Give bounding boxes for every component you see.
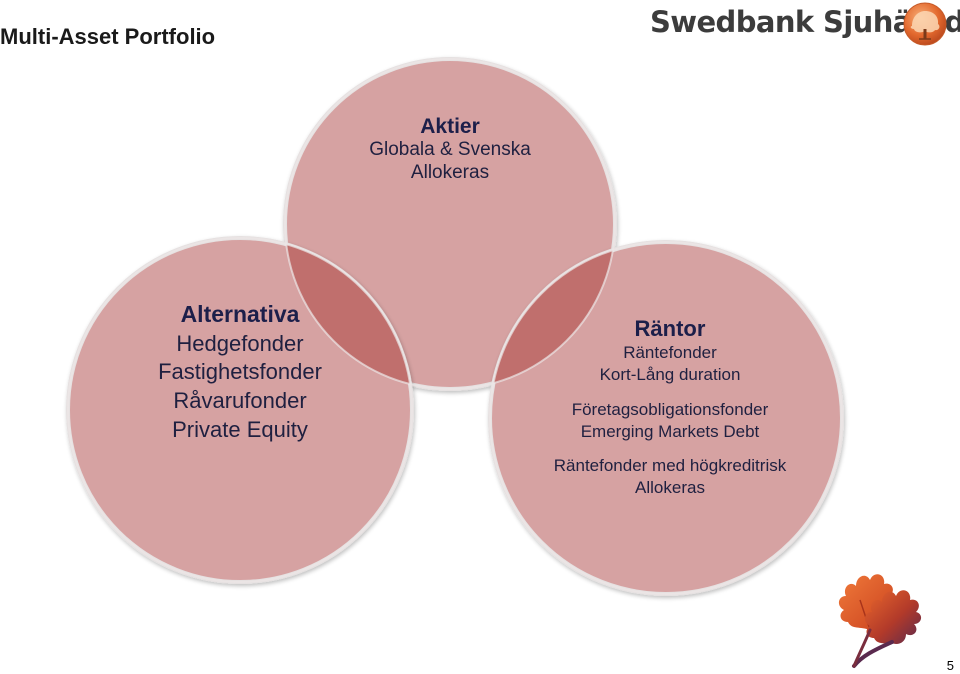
rantor-text: Räntor Räntefonder Kort-Lång duration Fö…	[505, 316, 835, 499]
rantor-heading: Räntor	[634, 316, 706, 341]
oak-tree-emblem-icon	[903, 2, 947, 46]
aktier-line: Globala & Svenska	[369, 139, 531, 161]
alternativa-text: Alternativa Hedgefonder Fastighetsfonder…	[90, 300, 390, 444]
aktier-heading: Aktier	[420, 115, 480, 138]
rantor-line: Kort-Lång duration	[599, 365, 741, 385]
alternativa-line: Private Equity	[172, 416, 308, 442]
rantor-line: Allokeras	[635, 477, 705, 497]
rantor-line: Räntefonder	[623, 343, 717, 363]
aktier-text: Aktier Globala & Svenska Allokeras	[310, 114, 590, 185]
rantor-line: Emerging Markets Debt	[580, 421, 760, 441]
aktier-line: Allokeras	[410, 161, 490, 183]
rantor-line: Räntefonder med högkreditrisk	[553, 455, 787, 475]
oak-leaves-icon	[838, 574, 922, 668]
leaf-right-icon	[864, 590, 922, 644]
page-number: 5	[946, 658, 954, 673]
alternativa-line: Fastighetsfonder	[158, 359, 322, 385]
alternativa-heading: Alternativa	[180, 301, 300, 327]
swedbank-logo: Swedbank Sjuhärad	[650, 2, 960, 48]
rantor-line: Företagsobligationsfonder	[571, 399, 769, 419]
overlap-aktier-alternativa	[285, 238, 412, 389]
alternativa-line: Råvarufonder	[173, 388, 307, 414]
slide-title: Multi-Asset Portfolio	[0, 24, 216, 49]
alternativa-line: Hedgefonder	[176, 330, 304, 356]
